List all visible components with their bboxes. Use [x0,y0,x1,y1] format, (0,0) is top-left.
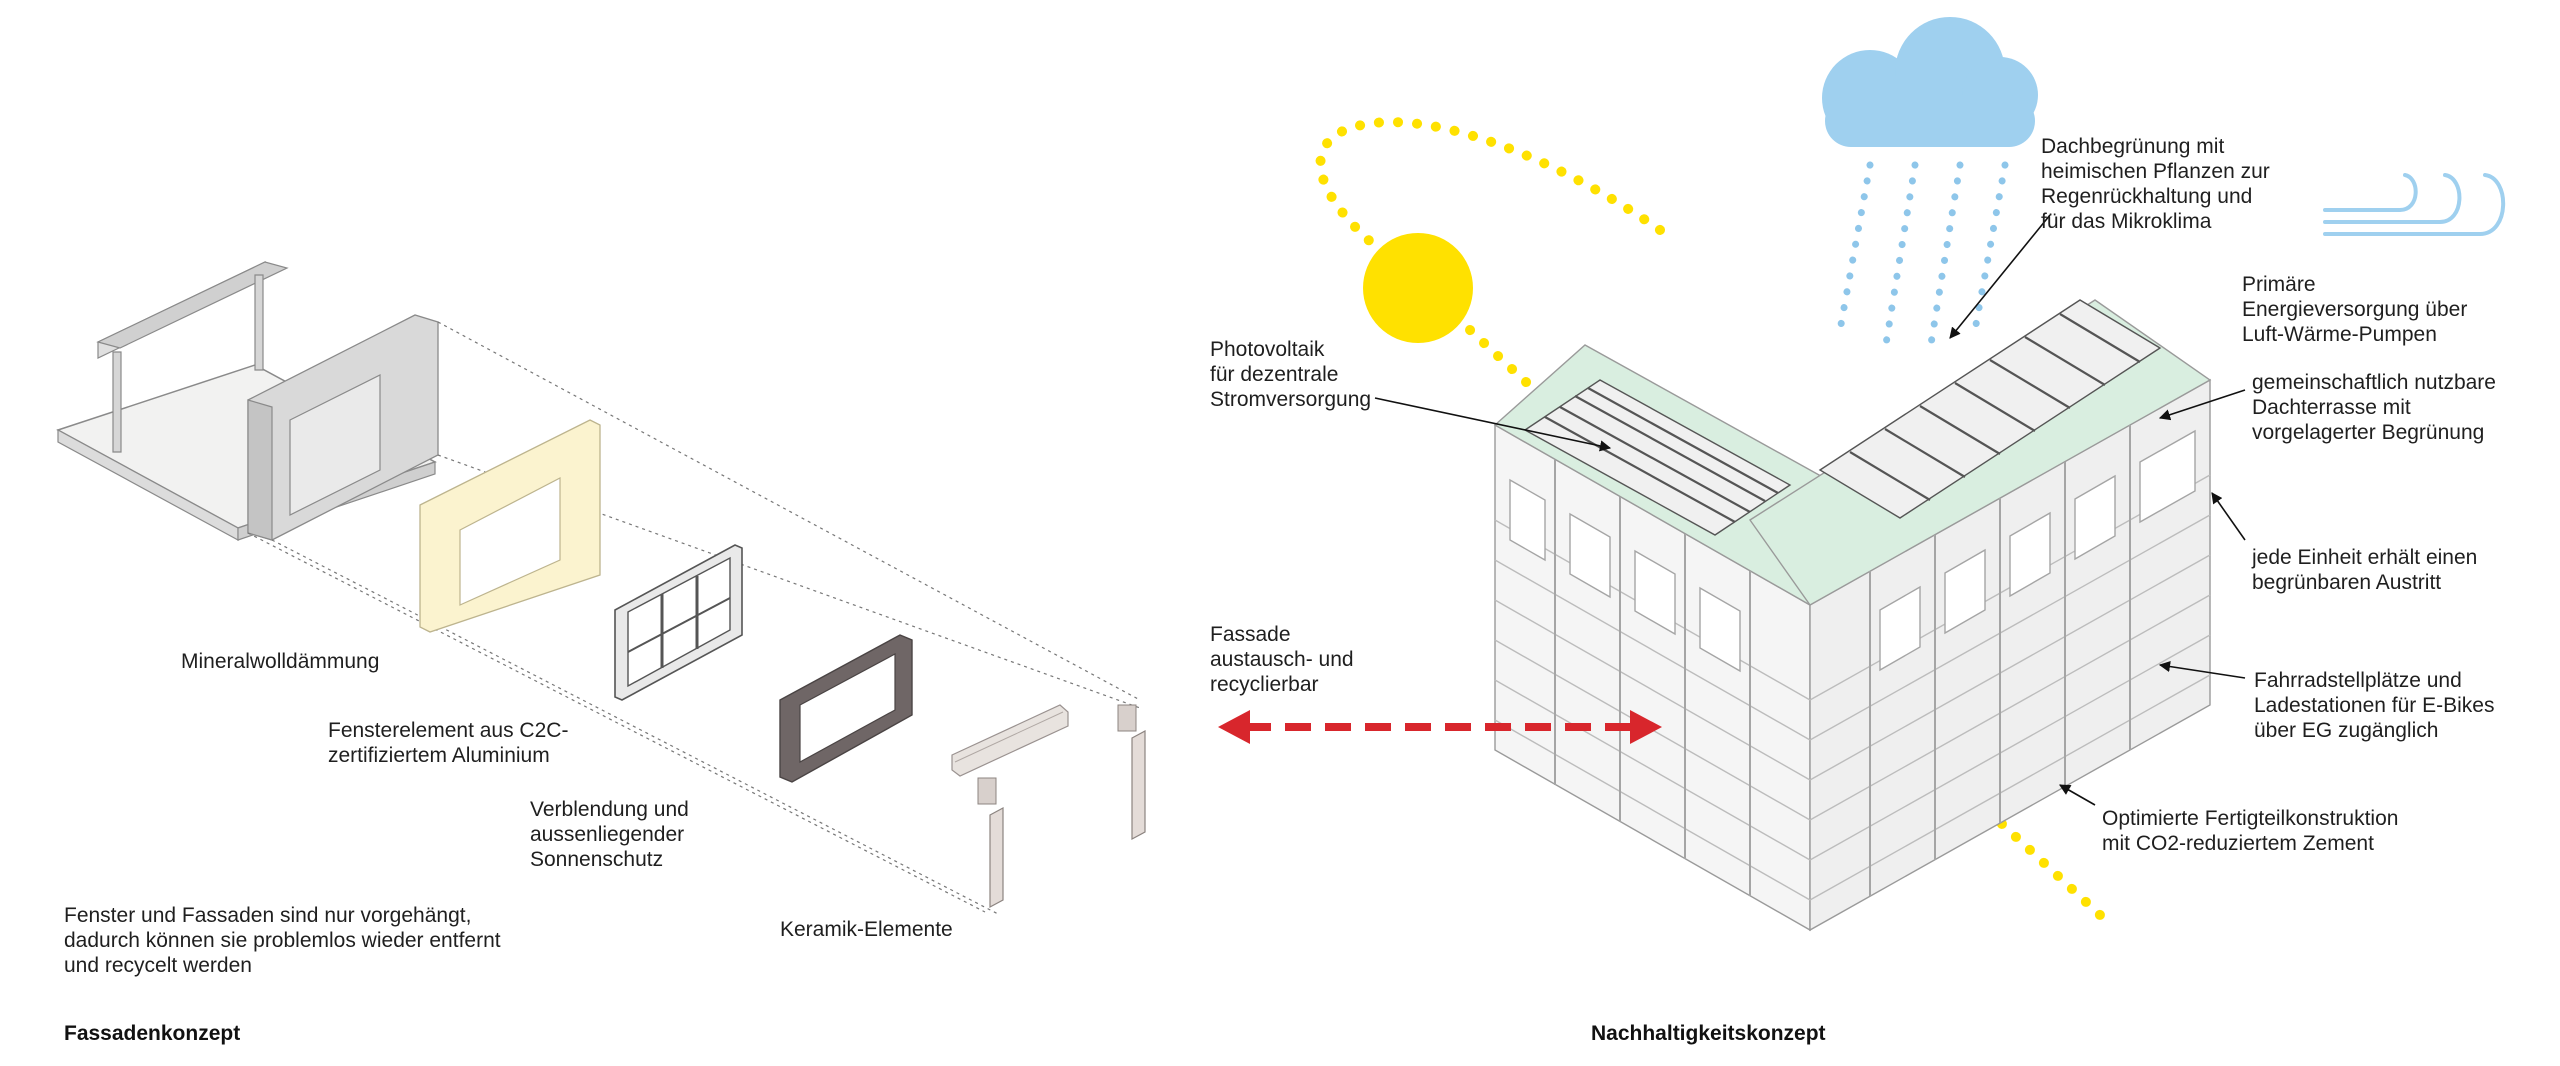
label-fahrrad: Fahrradstellplätze und Ladestationen für… [2254,669,2495,742]
cloud-icon [1822,17,2038,147]
concrete-wall [247,314,439,541]
label-note: Fenster und Fassaden sind nur vorgehängt… [64,904,501,977]
rain-icon [1836,161,2009,354]
sun-path [1315,117,1665,255]
cladding-frame [779,634,913,783]
label-dachbegruenung: Dachbegrünung mit heimischen Pflanzen zu… [2041,135,2270,233]
pv-panels-right [1818,299,2162,519]
label-dachterrasse: gemeinschaftlich nutzbare Dachterrasse m… [2252,371,2496,444]
projection-lines [247,321,1141,916]
caption-fassadenkonzept: Fassadenkonzept [64,1022,241,1045]
label-fassade: Fassade austausch- und recyclierbar [1210,623,1354,696]
sun-icon [1363,233,1473,343]
label-fensterelement: Fensterelement aus C2C- zertifiziertem A… [328,719,569,767]
pv-panels-left [1523,379,1792,536]
caption-nachhaltigkeitskonzept: Nachhaltigkeitskonzept [1591,1022,1826,1045]
label-mineralwolle: Mineralwolldämmung [181,650,380,673]
label-energieversorgung: Primäre Energieversorgung über Luft-Wärm… [2242,273,2468,346]
label-photovoltaik: Photovoltaik für dezentrale Stromversorg… [1210,338,1372,411]
beam-column-frame [96,261,289,453]
label-verblendung: Verblendung und aussenliegender Sonnensc… [530,798,689,871]
insulation-panel [419,419,601,633]
ceramic-elements [951,704,1146,909]
label-austritt: jede Einheit erhält einen begrünbaren Au… [2252,546,2478,594]
wind-icon [2323,173,2506,236]
window-element [614,544,743,701]
leader-lines [1374,214,2246,806]
label-fertigteil: Optimierte Fertigteilkonstruktion mit CO… [2102,807,2399,855]
facade-exploded-diagram [56,261,1146,916]
double-arrow-icon [1218,710,1662,744]
label-keramik: Keramik-Elemente [780,918,953,941]
